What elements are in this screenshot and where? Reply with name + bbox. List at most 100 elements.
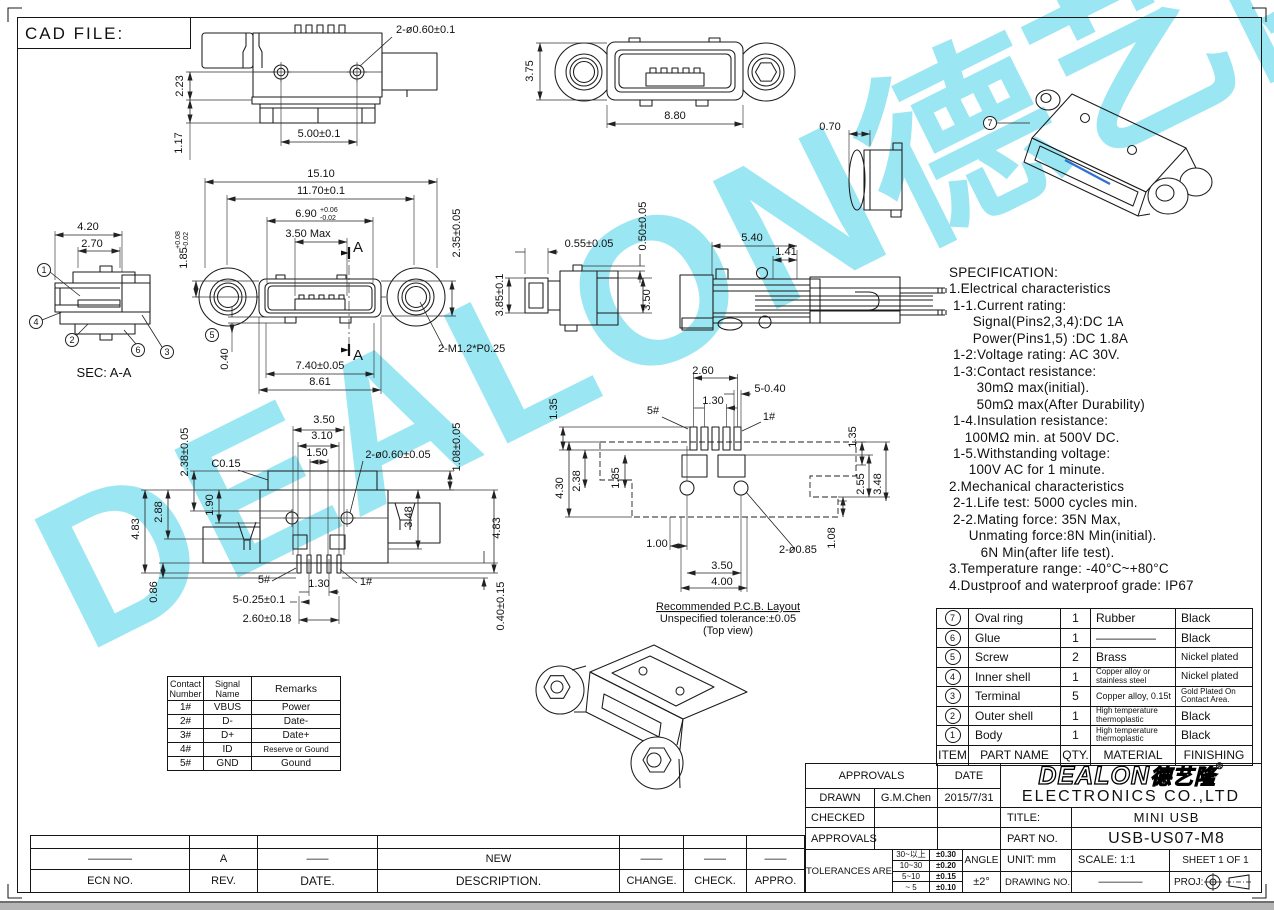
dim-label: 5# (258, 574, 271, 586)
window-bottom-edge (0, 901, 1274, 910)
balloon-4 (29, 315, 43, 329)
dim-label: 7.40±0.05 (296, 360, 345, 372)
dim-label: 3.50 (641, 289, 653, 310)
view-side-top-left (186, 24, 438, 160)
view-isometric-top-right (997, 89, 1213, 217)
dim-label: 2-ø0.85 (779, 544, 817, 556)
dim-label: +0.06 (320, 207, 338, 214)
dim-label: SEC: A-A (77, 365, 132, 380)
view-front-main (192, 178, 456, 394)
dim-label: 1.08±0.05 (451, 423, 463, 472)
company-logo: DEALON德艺隆® (1001, 760, 1262, 790)
part-number: USB-US07-M8 (1072, 828, 1262, 850)
dim-label: 15.10 (307, 168, 335, 180)
view-section-middle (679, 242, 947, 331)
balloon-number: 6 (135, 345, 140, 355)
dim-label: 1.85 (610, 467, 622, 488)
dim-label: 2.60±0.18 (243, 613, 292, 625)
dim-label: +0.08 (175, 231, 182, 249)
dim-label: (Top view) (703, 625, 753, 637)
dim-label: 2.70 (81, 238, 102, 250)
dim-label: 2.55 (855, 473, 867, 494)
dim-label: 3.75 (524, 60, 536, 81)
dim-label: 5.00±0.1 (298, 128, 341, 140)
dim-label: 1# (763, 411, 776, 423)
dim-label: 1.85 (178, 247, 190, 268)
dim-label: 0.40 (219, 348, 231, 369)
dim-label: 1.00 (646, 538, 667, 550)
dim-label: 2-ø0.60±0.1 (396, 24, 455, 36)
dim-label: 3.50 (313, 414, 334, 426)
dim-label: A (353, 239, 363, 256)
cad-file-box: CAD FILE: (17, 17, 191, 49)
view-side-middle (505, 248, 652, 332)
contact-col-header: Remarks (251, 676, 341, 701)
view-section-aa (41, 231, 163, 348)
projection-cell: PROJ: (1170, 871, 1262, 893)
dim-label: 2.35±0.05 (451, 209, 463, 258)
dim-label: 3.50 Max (285, 228, 331, 240)
dim-label: 2.38 (571, 470, 583, 491)
dim-label: 4.83 (491, 517, 503, 538)
balloon-number: 3 (164, 347, 169, 357)
specification-text: SPECIFICATION: 1.Electrical characterist… (949, 265, 1194, 593)
dim-label: 4.00 (711, 576, 732, 588)
drawing-title: MINI USB (1072, 808, 1262, 828)
dim-label: 1.41 (775, 246, 796, 258)
dim-label: 2.23 (174, 75, 186, 96)
dim-label: 5.40 (741, 232, 762, 244)
dim-label: 1.08 (826, 527, 838, 548)
balloon-number: 7 (987, 118, 992, 128)
balloon-2 (65, 333, 79, 347)
balloon-number: 5 (209, 330, 214, 340)
dim-label: 0.40±0.15 (495, 582, 507, 631)
view-isometric-bottom (535, 644, 748, 790)
dim-label: 1.90 (204, 494, 216, 515)
dim-label: 11.70±0.1 (297, 185, 345, 197)
dim-label: 5-0.40 (754, 383, 785, 395)
dim-label: 0.50±0.05 (637, 202, 649, 251)
third-angle-projection-icon (1204, 873, 1254, 892)
dim-label: 1.17 (173, 132, 185, 153)
dim-label: 4.30 (554, 477, 566, 498)
balloon-7 (983, 116, 997, 130)
dim-label: 3.10 (311, 430, 332, 442)
dim-label: 1# (360, 576, 373, 588)
dim-label: 5# (647, 405, 660, 417)
cad-file-label: CAD FILE: (25, 24, 125, 43)
company-name: ELECTRONICS CO.,LTD (1001, 787, 1262, 808)
dim-label: 2-ø0.60±0.05 (365, 449, 430, 461)
dim-label: 3.48 (872, 473, 884, 494)
dim-label: Unspecified tolerance:±0.05 (660, 613, 796, 625)
dim-label: A (353, 347, 363, 364)
contact-table: Contact Number Signal Name Remarks 1#VBU… (167, 676, 341, 771)
dim-label: 1.50 (306, 447, 327, 459)
dim-label: 2.60 (692, 365, 713, 377)
dim-label: 0.86 (148, 581, 160, 602)
dim-label: 0.55±0.05 (565, 238, 614, 250)
dim-label: 8.61 (309, 376, 330, 388)
dim-label: 5-0.25±0.1 (233, 594, 286, 606)
contact-col-header: Contact Number (167, 676, 204, 701)
dim-label: 4.83 (130, 518, 142, 539)
dim-label: 2-M1.2*P0.25 (438, 343, 505, 355)
dim-label: 3.85±0.1 (494, 274, 506, 317)
balloon-6 (131, 343, 145, 357)
dim-label: 2.38±0.05 (179, 428, 191, 477)
dim-label: 1.35 (847, 426, 859, 447)
balloon-3 (160, 345, 174, 359)
dim-label: 1.35 (548, 398, 560, 419)
dim-label: 8.80 (664, 110, 685, 122)
balloon-5 (205, 328, 219, 342)
view-side-small (848, 130, 903, 218)
balloon-1 (37, 263, 51, 277)
dim-label: 4.20 (77, 221, 98, 233)
balloon-number: 2 (69, 335, 74, 345)
dim-label: 0.70 (819, 121, 840, 133)
contact-col-header: Signal Name (203, 676, 252, 701)
view-front-top-middle (536, 37, 796, 128)
balloon-number: 4 (33, 317, 38, 327)
